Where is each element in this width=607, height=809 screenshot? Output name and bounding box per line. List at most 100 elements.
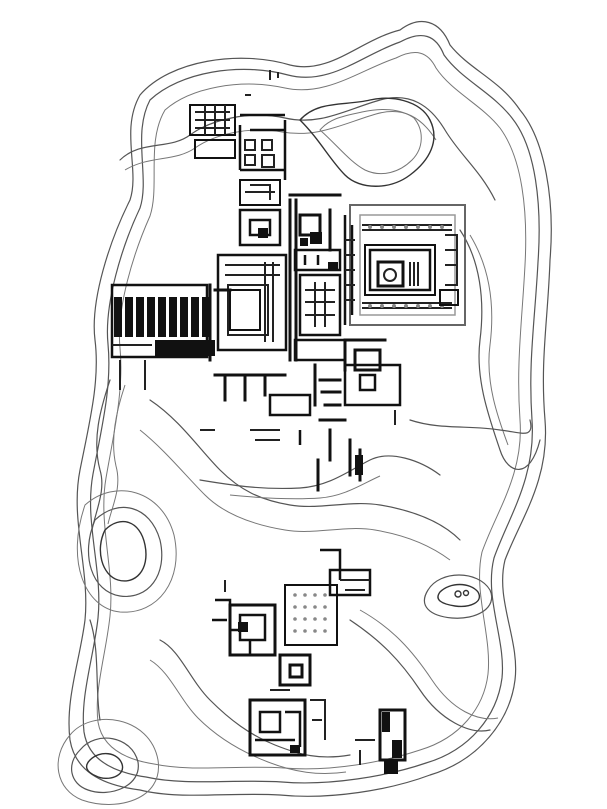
central-hall-stoa xyxy=(227,284,269,336)
contour-valley-d xyxy=(229,475,381,500)
contour-east-knoll-peak xyxy=(454,590,462,598)
south-house-2 xyxy=(212,598,232,640)
contour-east-knoll-b xyxy=(423,574,493,619)
theatre-stage xyxy=(112,344,152,390)
theatre-row-8 xyxy=(191,297,199,337)
contour-south-a xyxy=(159,639,351,758)
contour-east-ridge-b xyxy=(469,234,509,446)
theatre-row-3 xyxy=(136,297,144,337)
theatre-row-5 xyxy=(158,297,166,337)
strip-wall-2 xyxy=(268,393,312,417)
temple-steps xyxy=(409,262,419,286)
contour-south-b xyxy=(149,659,347,775)
temple-west-rooms xyxy=(345,239,355,301)
south-house-5 xyxy=(310,699,326,740)
south-building-complex xyxy=(212,548,407,774)
temple-enclosure xyxy=(349,204,466,326)
theatre-wing xyxy=(208,283,232,362)
temple-cella xyxy=(376,260,405,288)
contour-valley-a xyxy=(149,399,461,541)
strip-solid xyxy=(355,455,363,475)
central-building-complex xyxy=(216,198,402,407)
theatre-row-9 xyxy=(202,297,210,337)
contour-north-hill-b xyxy=(124,111,437,171)
strip-wall-3 xyxy=(250,429,280,441)
theatre-block xyxy=(110,283,232,390)
contour-west-ridge-a xyxy=(91,379,111,531)
south-agora xyxy=(284,584,338,646)
south-house-1-rooms xyxy=(230,613,267,655)
contour-west-ridge-c xyxy=(89,619,101,721)
temple-complex xyxy=(343,204,466,326)
building-nw-1 xyxy=(189,104,236,136)
contour-outer xyxy=(68,21,552,797)
contour-west-hill-c xyxy=(76,490,177,613)
south-east-solid-3 xyxy=(384,760,398,774)
theatre-row-1 xyxy=(114,297,122,337)
temple-podium-outer xyxy=(364,244,436,296)
south-house-4 xyxy=(248,698,307,757)
south-block-1 xyxy=(320,548,372,597)
central-block-2-cells xyxy=(305,282,335,327)
contour-south-d xyxy=(359,609,499,720)
contour-west-hill-a xyxy=(99,520,147,582)
theatre-row-6 xyxy=(169,297,177,337)
central-solid-1 xyxy=(310,232,322,244)
south-east-solid-1 xyxy=(382,712,390,732)
temple-column-dots xyxy=(368,225,444,308)
central-hall-court xyxy=(225,262,280,342)
theatre-row-7 xyxy=(180,297,188,337)
south-east-block xyxy=(378,708,407,762)
contour-south-c xyxy=(349,619,491,732)
strip-wall-4 xyxy=(316,418,362,492)
south-house-1-solid xyxy=(238,622,248,632)
temple-east-rooms xyxy=(445,234,458,286)
south-block-2 xyxy=(340,579,370,591)
contour-3 xyxy=(96,52,527,770)
building-n-cells xyxy=(244,139,275,168)
central-hall-inner xyxy=(229,289,261,331)
central-street-1 xyxy=(288,198,298,362)
central-hall-outer xyxy=(216,253,288,352)
theatre-row-4 xyxy=(147,297,155,337)
temple-podium-mid xyxy=(368,248,432,292)
contour-east-ridge-c xyxy=(409,419,532,434)
south-house-4-rooms xyxy=(255,710,302,747)
theatre-outline xyxy=(110,283,209,359)
contour-lines xyxy=(57,21,552,805)
central-south-strip xyxy=(213,373,363,492)
contour-west-ridge-b xyxy=(107,384,126,525)
contour-north-hill-c xyxy=(299,97,435,187)
contour-sw-hill-c xyxy=(57,719,159,805)
theatre-front xyxy=(155,340,215,356)
wall-fragments xyxy=(200,70,396,691)
central-solid-2 xyxy=(328,262,338,270)
contour-sw-hill-a xyxy=(85,753,124,780)
building-n-solid-1 xyxy=(258,228,268,238)
south-house-3 xyxy=(278,653,312,687)
south-agora-grid xyxy=(293,593,327,633)
central-block-3 xyxy=(293,338,347,362)
building-n-4 xyxy=(238,208,282,247)
central-block-2 xyxy=(298,273,342,337)
temple-colonnade-top xyxy=(362,224,452,231)
building-n-3 xyxy=(239,179,281,206)
contour-valley-b xyxy=(139,429,451,561)
contour-north-hill-d xyxy=(319,109,422,175)
south-house-4-solid xyxy=(290,745,300,753)
building-n-3-inner xyxy=(245,184,275,200)
building-n-solid-2 xyxy=(300,238,308,246)
contour-north-hill-a xyxy=(119,97,496,201)
contour-east-ridge-a xyxy=(459,229,541,470)
temple-colonnade-bottom xyxy=(362,302,452,309)
building-n-strip xyxy=(238,113,287,180)
building-nw-2 xyxy=(194,139,236,159)
contour-valley-c xyxy=(199,455,441,490)
temple-east-cell xyxy=(439,289,459,306)
theatre-row-2 xyxy=(125,297,133,337)
strip-wall-1 xyxy=(213,373,287,402)
contour-west-hill-b xyxy=(87,506,163,597)
contour-east-knoll-peak-2 xyxy=(462,589,470,597)
